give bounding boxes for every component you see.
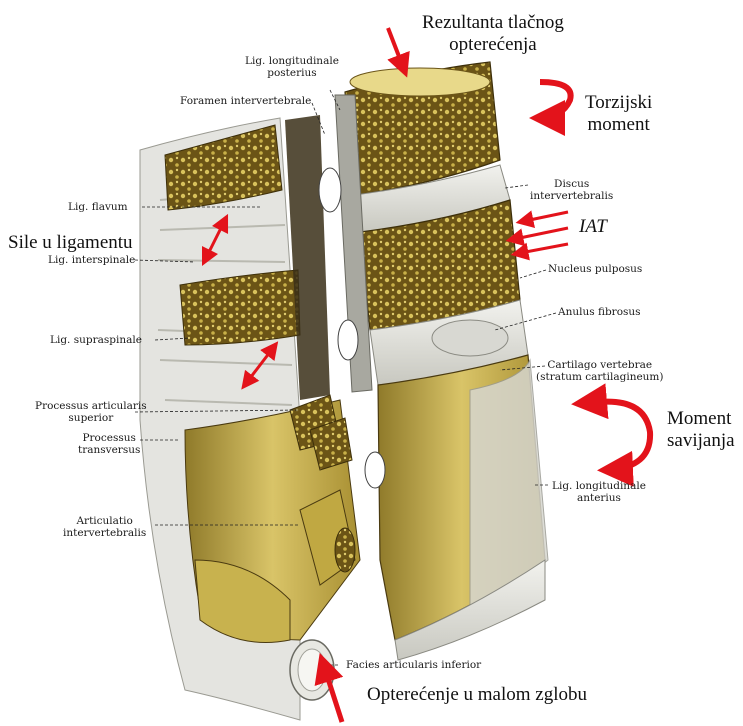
discus-line1: Discus	[530, 178, 613, 190]
iat-arrow-3	[515, 244, 568, 254]
cartilago-line2: (stratum cartilagineum)	[536, 371, 664, 383]
iat-label: IAT	[579, 216, 607, 238]
lig-long-post-line1: Lig. longitudinale	[245, 55, 339, 67]
nucleus-label: Nucleus pulposus	[548, 263, 642, 275]
nucleus-pulposus	[432, 320, 508, 356]
foramen-upper	[319, 168, 341, 212]
lig-long-ant-line1: Lig. longitudinale	[552, 480, 646, 492]
compression-label-line1: Rezultanta tlačnog	[422, 12, 564, 34]
bending-label-line2: savijanja	[667, 430, 735, 452]
facies-inner	[298, 649, 326, 691]
torsion-label: Torzijski moment	[585, 92, 652, 136]
iat-arrow-1	[520, 212, 568, 222]
discus-line2: intervertebralis	[530, 190, 613, 202]
ligament-forces-label: Sile u ligamentu	[8, 232, 133, 254]
proc-trans-line1: Processus	[78, 432, 140, 444]
iat-arrow-2	[510, 228, 568, 240]
lig-supraspinale-label: Lig. supraspinale	[50, 334, 142, 346]
lig-long-post-label: Lig. longitudinale posterius	[245, 55, 339, 79]
lig-interspinale-label: Lig. interspinale	[48, 254, 135, 266]
lig-long-post-line2: posterius	[245, 67, 339, 79]
cartilago-label: Cartilago vertebrae (stratum cartilagine…	[536, 359, 664, 383]
proc-art-sup-label: Processus articularis superior	[35, 400, 147, 424]
facies-label: Facies articularis inferior	[346, 659, 481, 671]
compression-arrow	[388, 28, 405, 72]
lig-long-ant-label: Lig. longitudinale anterius	[552, 480, 646, 504]
torsion-arrow	[538, 82, 571, 118]
lower-articular-facet	[335, 528, 355, 572]
foramen-middle	[338, 320, 358, 360]
torsion-label-line2: moment	[585, 114, 652, 136]
bending-label-line1: Moment	[667, 408, 735, 430]
compression-label: Rezultanta tlačnog opterećenja	[422, 12, 564, 56]
articulatio-line1: Articulatio	[63, 515, 146, 527]
proc-trans-line2: transversus	[78, 444, 140, 456]
articulatio-line2: intervertebralis	[63, 527, 146, 539]
foramen-lower	[365, 452, 385, 488]
foramen-label: Foramen intervertebrale	[180, 95, 311, 107]
torsion-label-line1: Torzijski	[585, 92, 652, 114]
cartilago-line1: Cartilago vertebrae	[536, 359, 664, 371]
lig-flavum-label: Lig. flavum	[68, 201, 128, 213]
bending-arrow	[598, 402, 650, 470]
facet-load-label: Opterećenje u malom zglobu	[367, 684, 587, 706]
proc-art-sup-line2: superior	[35, 412, 147, 424]
proc-art-sup-line1: Processus articularis	[35, 400, 147, 412]
proc-trans-label: Processus transversus	[78, 432, 140, 456]
articulatio-label: Articulatio intervertebralis	[63, 515, 146, 539]
bending-label: Moment savijanja	[667, 408, 735, 452]
lig-long-ant-line2: anterius	[552, 492, 646, 504]
upper-endplate	[350, 68, 490, 96]
anulus-label: Anulus fibrosus	[558, 306, 641, 318]
compression-label-line2: opterećenja	[422, 34, 564, 56]
discus-label: Discus intervertebralis	[530, 178, 613, 202]
